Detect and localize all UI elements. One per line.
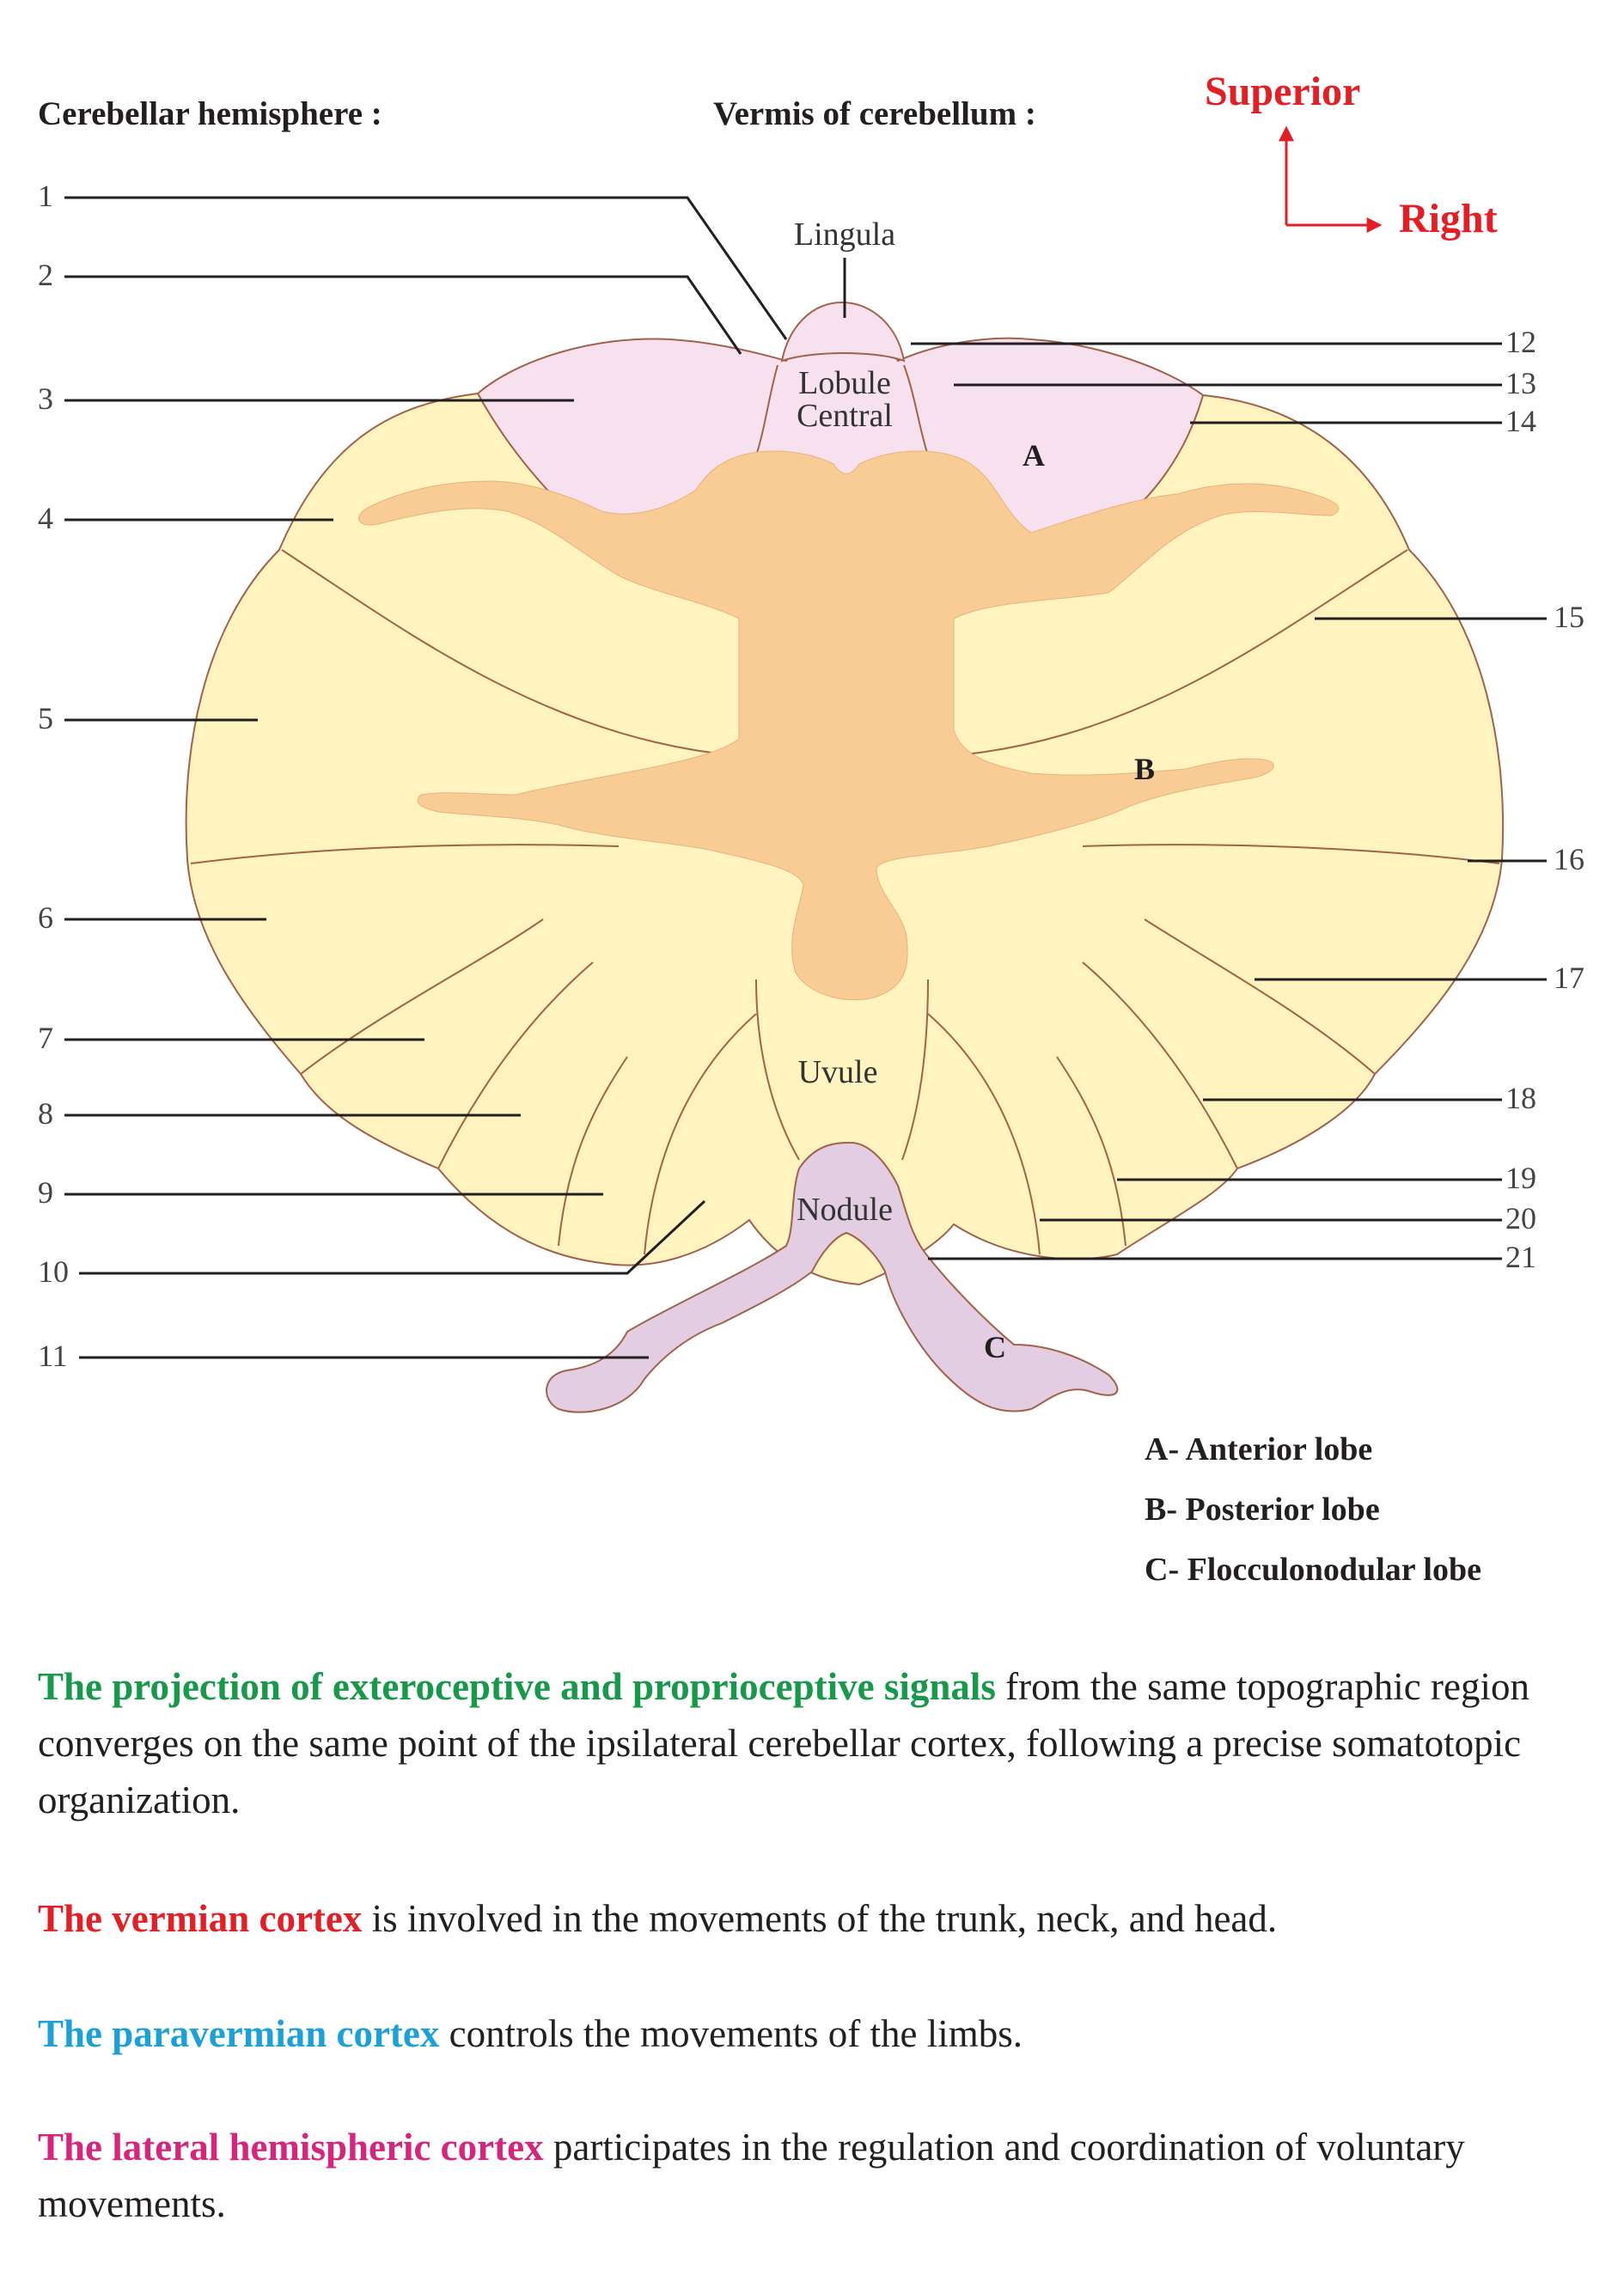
hemisphere-header: Cerebellar hemisphere : — [38, 95, 382, 132]
label-3: 3 — [38, 381, 53, 416]
label-13: 13 — [1505, 366, 1536, 400]
cerebellum-diagram: 1 2 3 4 5 6 7 8 9 10 11 12 13 14 15 16 1… — [38, 69, 1584, 1413]
projection-highlight: The projection of exteroceptive and prop… — [38, 1665, 996, 1708]
label-11: 11 — [38, 1339, 68, 1373]
leader-lines-right — [843, 258, 1547, 1260]
legend-anterior: A- Anterior lobe — [1145, 1431, 1373, 1467]
nodule-label: Nodule — [797, 1192, 893, 1228]
paragraph-projection: The projection of exteroceptive and prop… — [38, 1658, 1593, 1828]
lobe-legend: A- Anterior lobe B- Posterior lobe C- Fl… — [1145, 1419, 1481, 1600]
lobe-letter-a: A — [1023, 438, 1045, 473]
vermian-text: is involved in the movements of the trun… — [362, 1897, 1278, 1940]
label-21: 21 — [1505, 1240, 1536, 1274]
leader-lines-left — [64, 196, 788, 1359]
lobe-letter-c: C — [984, 1330, 1006, 1364]
label-8: 8 — [38, 1096, 53, 1131]
orientation-indicator: Superior Right — [1205, 69, 1498, 241]
lobe-letter-b: B — [1134, 752, 1155, 786]
legend-posterior: B- Posterior lobe — [1145, 1492, 1380, 1528]
left-number-labels: 1 2 3 4 5 6 7 8 9 10 11 — [38, 179, 69, 1373]
paragraph-vermian: The vermian cortex is involved in the mo… — [38, 1890, 1593, 1947]
right-number-labels: 12 13 14 15 16 17 18 19 20 21 — [1505, 325, 1584, 1274]
paragraph-paravermian: The paravermian cortex controls the move… — [38, 2005, 1593, 2062]
lateral-text: participates in the regulation and coord… — [38, 2126, 1465, 2225]
superior-label: Superior — [1205, 69, 1360, 114]
central-label: Central — [797, 398, 893, 434]
lobule-label: Lobule — [798, 365, 891, 401]
label-1: 1 — [38, 179, 53, 213]
lateral-highlight: The lateral hemispheric cortex — [38, 2126, 544, 2169]
lingula-region — [780, 301, 906, 363]
central-lobule-region — [755, 364, 929, 456]
label-6: 6 — [38, 900, 53, 935]
label-4: 4 — [38, 501, 53, 535]
label-17: 17 — [1554, 961, 1584, 995]
paragraph-lateral: The lateral hemispheric cortex participa… — [38, 2119, 1593, 2232]
label-15: 15 — [1554, 600, 1584, 634]
vermis-header: Vermis of cerebellum : — [713, 95, 1036, 132]
label-9: 9 — [38, 1175, 53, 1210]
vermian-highlight: The vermian cortex — [38, 1897, 363, 1940]
projection-text: from the same topographic region converg… — [38, 1665, 1529, 1821]
label-16: 16 — [1554, 842, 1584, 876]
right-label: Right — [1399, 196, 1498, 241]
homunculus — [358, 450, 1340, 1001]
label-14: 14 — [1505, 404, 1536, 438]
paravermian-text: controls the movements of the limbs. — [439, 2012, 1023, 2055]
label-7: 7 — [38, 1021, 53, 1055]
label-19: 19 — [1505, 1161, 1536, 1195]
label-18: 18 — [1505, 1081, 1536, 1115]
lingula-label: Lingula — [794, 217, 895, 253]
label-12: 12 — [1505, 325, 1536, 359]
label-2: 2 — [38, 258, 53, 292]
paravermian-highlight: The paravermian cortex — [38, 2012, 440, 2055]
label-5: 5 — [38, 701, 53, 735]
uvule-label: Uvule — [798, 1054, 878, 1090]
legend-flocculonodular: C- Flocculonodular lobe — [1145, 1552, 1481, 1588]
label-10: 10 — [38, 1254, 69, 1289]
label-20: 20 — [1505, 1201, 1536, 1235]
flocculonodular-lobe — [546, 1141, 1119, 1413]
